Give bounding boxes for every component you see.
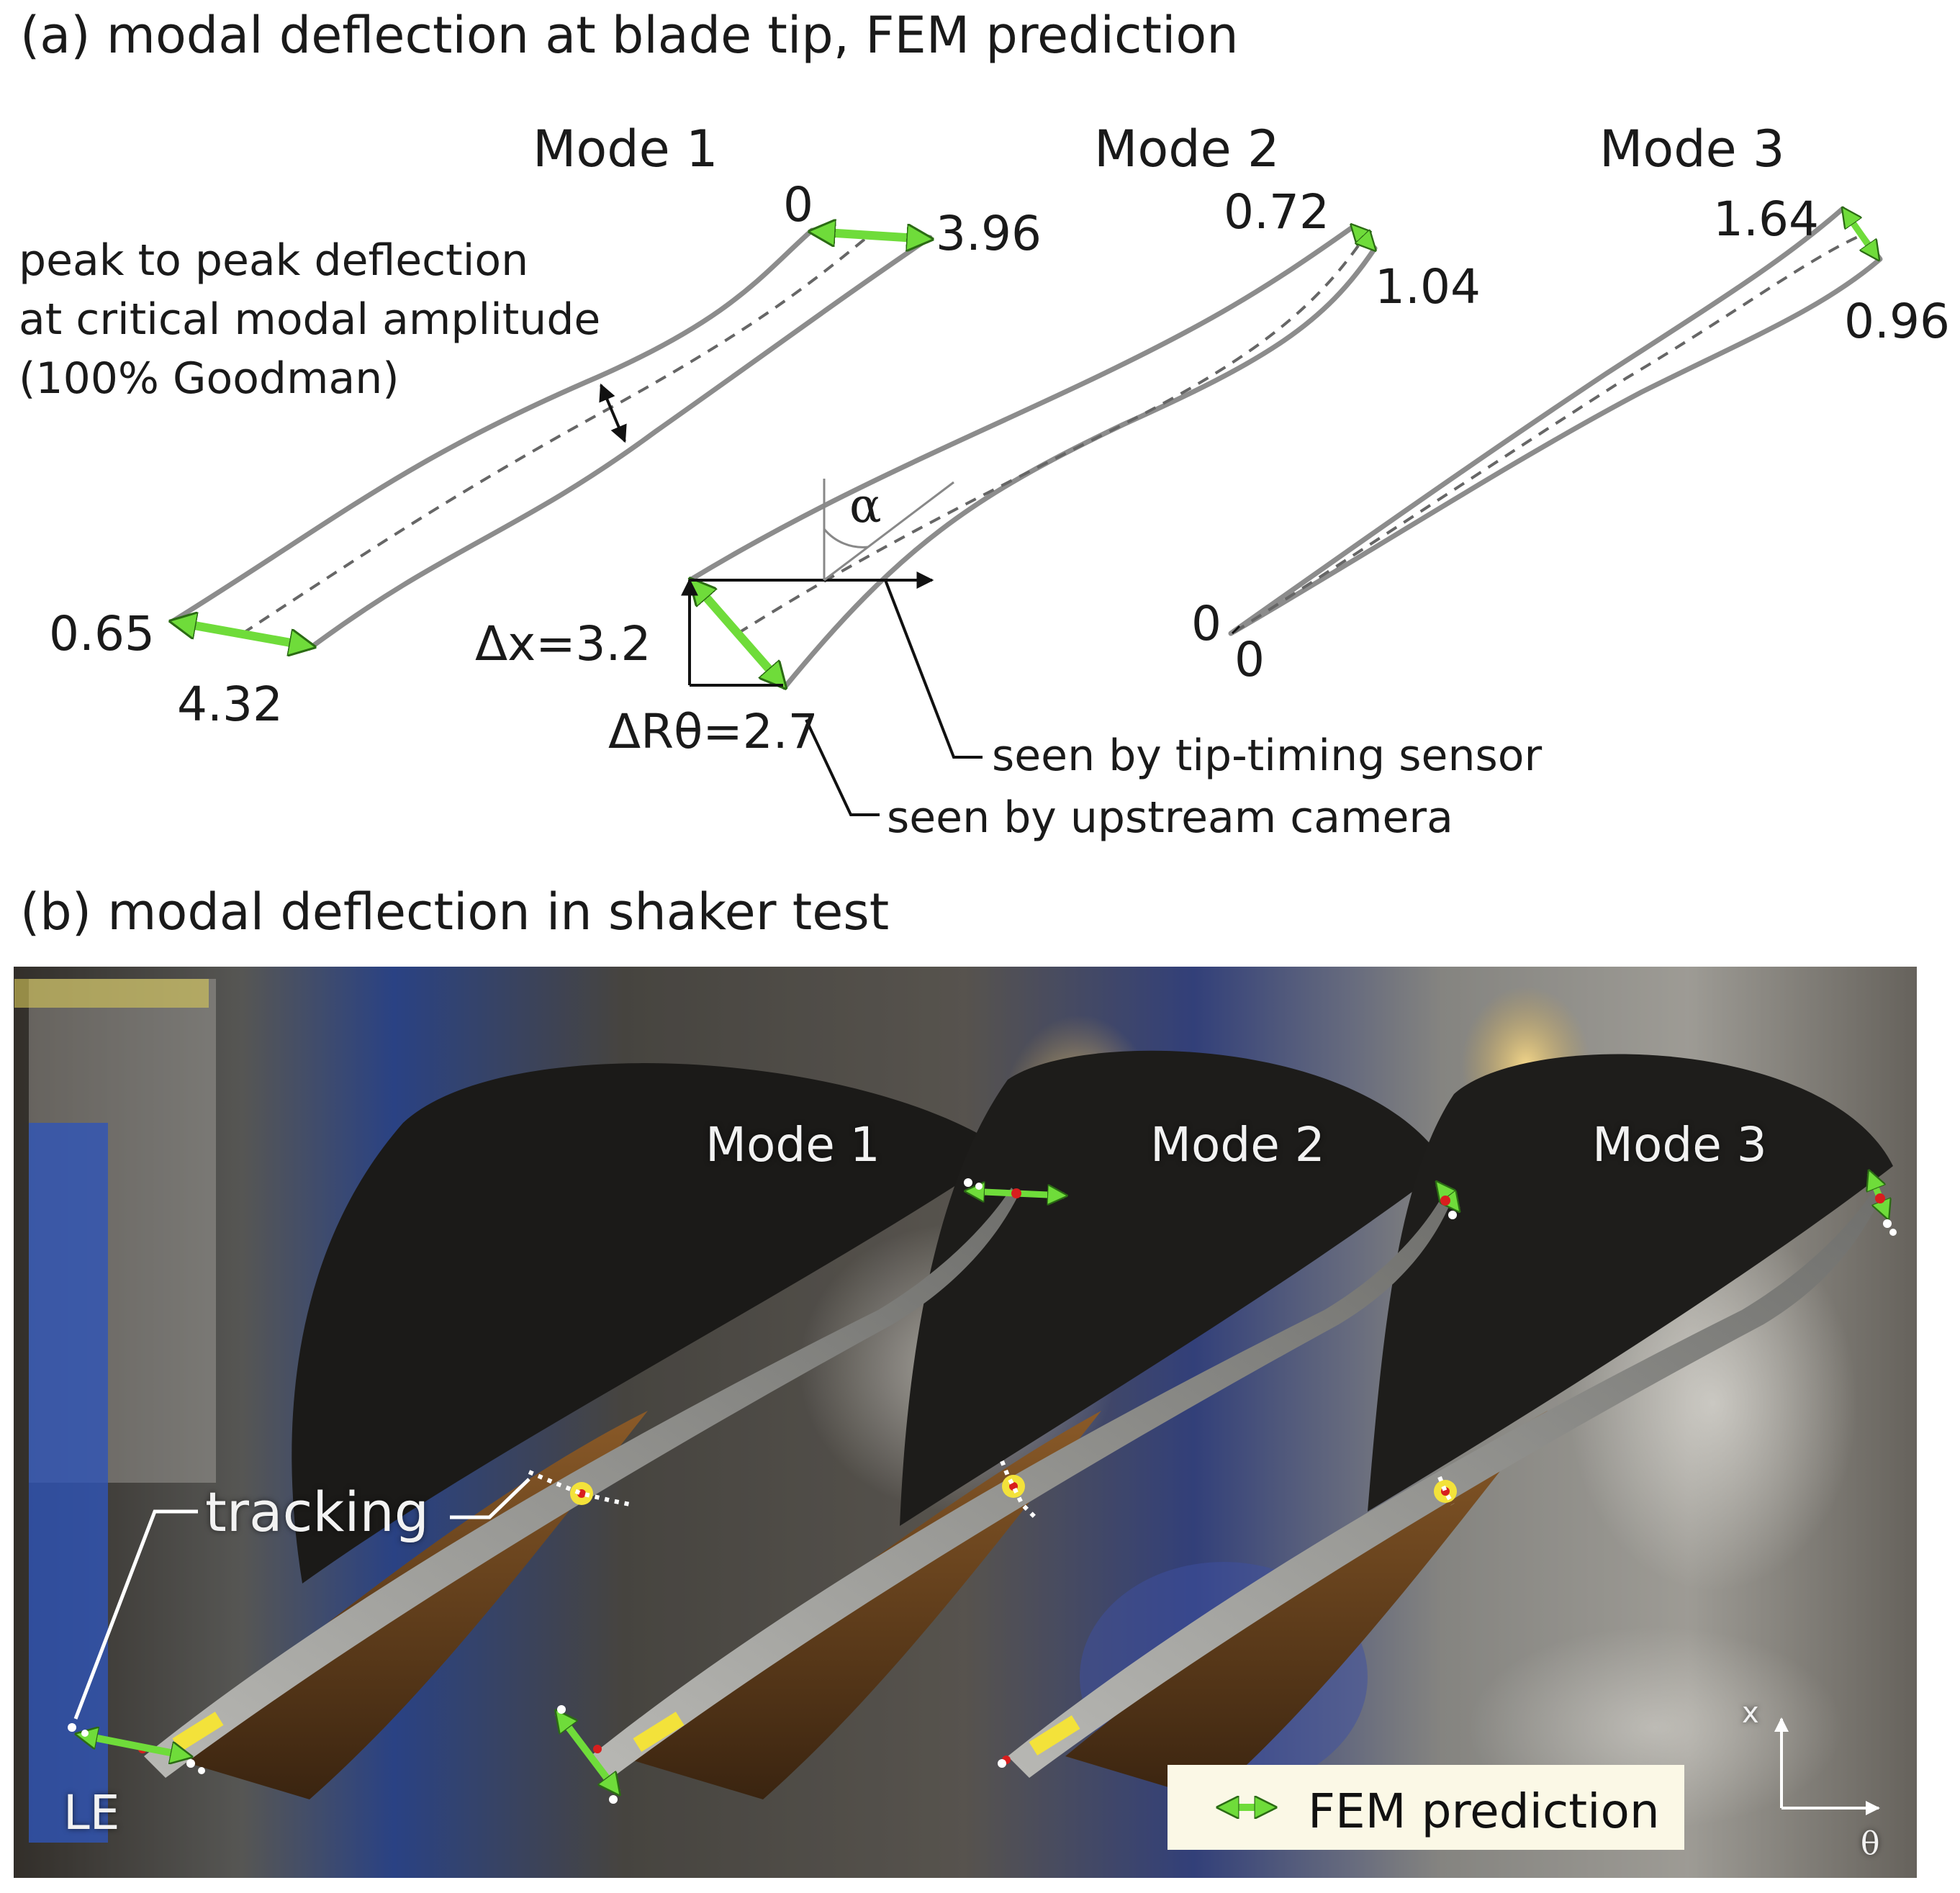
tip-timing-callout: seen by tip-timing sensor — [992, 731, 1543, 781]
mode1-root-right-value: 4.32 — [177, 677, 283, 732]
mode1-tip-arrow — [813, 232, 929, 239]
camera-callout: seen by upstream camera — [887, 792, 1453, 843]
panel-b-heading: (b) modal deflection in shaker test — [20, 882, 890, 941]
marker-tip-mode1 — [964, 1178, 1064, 1198]
mode2-root-arrow — [692, 582, 783, 685]
note-line-3: (100% Goodman) — [19, 353, 399, 404]
mode2-drtheta-value: ΔRθ=2.7 — [608, 704, 818, 759]
marker-tip-mode2 — [1438, 1184, 1458, 1219]
le-callout-line — [73, 1509, 198, 1720]
tracking-dots-le — [68, 1705, 1006, 1804]
mode2-alpha-label: α — [849, 478, 882, 533]
le-label: LE — [63, 1785, 120, 1840]
axis-x-label: x — [1742, 1697, 1759, 1730]
mode3-root-value-a: 0 — [1191, 596, 1221, 651]
panel-a-mode1-label: Mode 1 — [533, 119, 718, 179]
mode1-root-left-value: 0.65 — [49, 606, 155, 661]
mode2-tip-arrow — [1353, 227, 1373, 248]
mode3-centerline — [1233, 232, 1865, 633]
mode3-tip-arrow — [1844, 210, 1877, 258]
double-arrow-icon — [1211, 1789, 1283, 1825]
tracking-label: tracking — [205, 1480, 429, 1544]
mode3-root-value-b: 0 — [1234, 632, 1265, 687]
mode3-blade-outline — [1228, 206, 1883, 636]
photo-mode1-label: Mode 1 — [705, 1117, 880, 1173]
marker-tip-mode3 — [1870, 1173, 1897, 1236]
mode2-tip-bottom-value: 1.04 — [1375, 259, 1481, 315]
mode2-centerline — [736, 236, 1365, 635]
mode1-centerline — [241, 232, 872, 635]
marker-mid-mode2 — [1000, 1460, 1039, 1521]
mode3-root-tick — [1231, 625, 1241, 635]
fem-legend: FEM prediction — [1168, 1765, 1684, 1850]
axis-indicator — [1774, 1717, 1880, 1815]
mode3-tip-bottom-value: 0.96 — [1844, 294, 1950, 349]
mode1-tip-left-value: 0 — [783, 177, 813, 232]
panel-a-heading: (a) modal deflection at blade tip, FEM p… — [20, 6, 1239, 65]
mode1-thickness-arrow — [599, 383, 627, 443]
mode3-tip-top-value: 1.64 — [1713, 191, 1819, 247]
fem-arrow-le-mode2 — [558, 1713, 618, 1792]
mode2-tip-top-value: 0.72 — [1224, 184, 1329, 240]
fem-arrow-le-mode1 — [79, 1735, 189, 1756]
shaker-photo — [14, 967, 1917, 1878]
axis-theta-label: θ — [1861, 1825, 1880, 1862]
marker-mid-mode1 — [528, 1470, 631, 1506]
note-line-2: at critical modal amplitude — [19, 294, 601, 345]
legend-label: FEM prediction — [1308, 1784, 1660, 1839]
mode1-root-arrow — [174, 622, 311, 646]
panel-a-mode3-label: Mode 3 — [1599, 119, 1785, 179]
photo-mode2-label: Mode 2 — [1150, 1117, 1325, 1173]
note-line-1: peak to peak deflection — [19, 235, 529, 286]
marker-mid-mode3 — [1434, 1476, 1457, 1506]
tracking-callout-line — [450, 1478, 530, 1519]
mode2-component-lines — [681, 479, 983, 816]
mode1-tip-right-value: 3.96 — [936, 206, 1042, 261]
mode2-dx-value: Δx=3.2 — [475, 616, 651, 672]
panel-a-mode2-label: Mode 2 — [1094, 119, 1280, 179]
photo-mode3-label: Mode 3 — [1592, 1117, 1767, 1173]
